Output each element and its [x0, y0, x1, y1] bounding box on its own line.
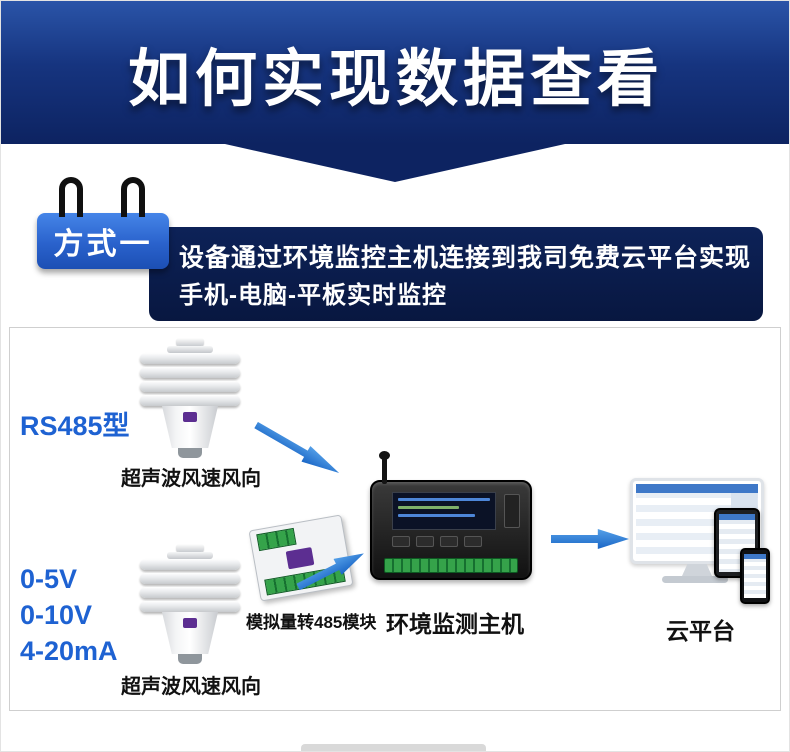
- sensor-disk: [140, 601, 240, 612]
- host-button: [416, 536, 434, 547]
- sensor-disk: [140, 587, 240, 598]
- method-description-line1: 设备通过环境监控主机连接到我司免费云平台实现: [179, 244, 752, 272]
- monitor-stand: [682, 564, 712, 576]
- sensor-neck: [167, 552, 213, 559]
- method-description-panel: 设备通过环境监控主机连接到我司免费云平台实现 手机-电脑-平板实时监控: [149, 227, 763, 321]
- hanger-hook-icon: [59, 177, 83, 217]
- sensor-name-label: 超声波风速风向: [121, 676, 261, 698]
- sensor-logo: [183, 618, 197, 628]
- sensor-connector: [178, 448, 202, 458]
- host-button: [464, 536, 482, 547]
- antenna-icon: [382, 458, 387, 484]
- phone-screen: [744, 554, 766, 598]
- cloud-name-label: 云平台: [666, 618, 735, 644]
- sensor-disk: [140, 381, 240, 392]
- converter-name-label: 模拟量转485模块: [246, 613, 377, 632]
- host-screen-line: [398, 498, 490, 501]
- banner-chevron-icon: [225, 144, 565, 182]
- converter-terminal-block: [256, 527, 297, 552]
- antenna-icon: [379, 451, 390, 460]
- host-buttons: [392, 536, 482, 547]
- method-description-line2: 手机-电脑-平板实时监控: [179, 282, 447, 309]
- host-name-label: 环境监测主机: [386, 611, 524, 637]
- monitoring-host-illustration: [370, 451, 532, 580]
- sensor-signal-label: 0-10V: [20, 600, 93, 630]
- sensor-type-label: RS485型: [20, 411, 130, 441]
- bottom-divider: [301, 744, 486, 751]
- method-tab: 方式一: [37, 213, 169, 269]
- diagram-panel: RS485型 超声波风速风向 0-5V 0-10V 4-20mA 超声波风速风向…: [9, 327, 781, 711]
- host-screen: [392, 492, 496, 530]
- sensor-disk: [140, 353, 240, 364]
- page-title: 如何实现数据查看: [127, 44, 664, 114]
- host-screen-line: [398, 506, 460, 509]
- banner: 如何实现数据查看: [1, 1, 789, 144]
- sensor-cap: [176, 338, 204, 346]
- monitor-base: [662, 576, 728, 583]
- flow-arrow-icon: [551, 529, 629, 549]
- sensor-signal-label: 4-20mA: [20, 636, 118, 666]
- host-screen-line: [398, 514, 475, 517]
- hanger-hook-icon: [121, 177, 145, 217]
- sensor-disk: [140, 395, 240, 406]
- tablet-illustration: [714, 508, 760, 578]
- method-tab-label: 方式一: [53, 228, 153, 261]
- converter-logo: [285, 547, 315, 570]
- sensor-disk: [140, 573, 240, 584]
- host-button: [440, 536, 458, 547]
- phone-illustration: [740, 548, 770, 604]
- sensor-cap: [176, 544, 204, 552]
- tablet-screen: [719, 514, 755, 572]
- host-button: [392, 536, 410, 547]
- host-terminal-block: [384, 558, 518, 573]
- sensor-name-label: 超声波风速风向: [121, 468, 261, 490]
- ultrasonic-sensor-rs485-illustration: [130, 338, 250, 460]
- sensor-disk: [140, 559, 240, 570]
- sensor-neck: [167, 346, 213, 353]
- sensor-logo: [183, 412, 197, 422]
- sensor-disk: [140, 367, 240, 378]
- sensor-signal-label: 0-5V: [20, 564, 78, 594]
- sensor-connector: [178, 654, 202, 664]
- host-port: [504, 494, 520, 528]
- ultrasonic-sensor-analog-illustration: [130, 544, 250, 666]
